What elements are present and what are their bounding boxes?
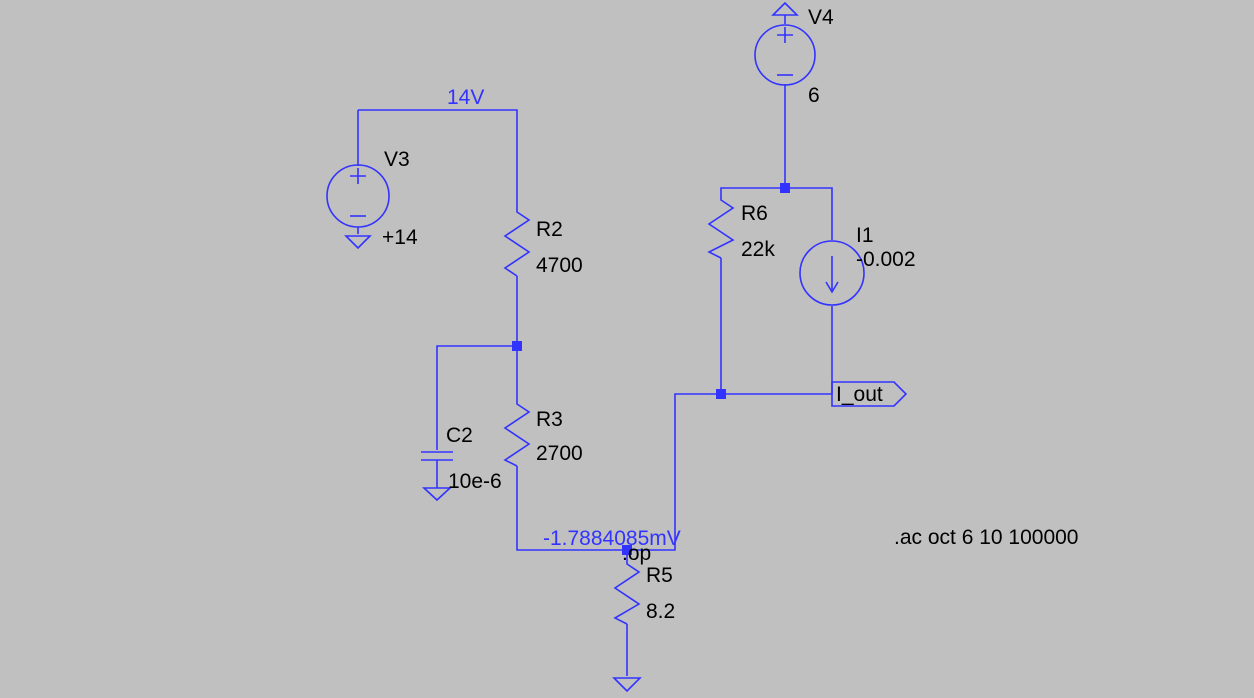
wire-r6-top[interactable] [720, 187, 833, 240]
output-port-icon[interactable] [831, 381, 908, 407]
i1-circle-icon [799, 240, 865, 306]
voltage-source-v4[interactable] [754, 1, 816, 86]
v4-plus-icon [777, 27, 793, 43]
v4-value-label: 6 [808, 84, 820, 107]
r3-name-label: R3 [536, 408, 563, 431]
op-directive[interactable]: .op [622, 542, 651, 565]
ac-directive[interactable]: .ac oct 6 10 100000 [894, 526, 1078, 549]
v3-plus-icon [350, 168, 366, 184]
wires [357, 84, 833, 676]
r6-name-label: R6 [741, 202, 768, 225]
v4-name-label: V4 [808, 6, 834, 29]
wire-top-net[interactable] [358, 109, 518, 208]
r5-name-label: R5 [646, 564, 673, 587]
net-voltage-top-label: 14V [447, 86, 484, 109]
resistor-r6-icon[interactable] [707, 196, 735, 259]
wire-r3-bottom[interactable] [516, 466, 627, 551]
v3-value-label: +14 [382, 226, 418, 249]
junction-r2-r3 [512, 341, 522, 351]
wire-r5-net[interactable] [627, 393, 832, 551]
resistor-r3-icon[interactable] [503, 400, 531, 467]
r5-ground-icon [612, 677, 642, 693]
capacitor-c2[interactable] [421, 451, 453, 502]
i1-arrow-down-icon [825, 256, 839, 294]
junction-r6-top [780, 183, 790, 193]
resistor-r5-icon[interactable] [613, 560, 641, 625]
v4-supply-arrow-icon [771, 1, 799, 16]
c2-value-label: 10e-6 [448, 470, 502, 493]
r2-value-label: 4700 [536, 254, 583, 277]
resistor-r2-icon[interactable] [503, 208, 531, 277]
i1-name-label: I1 [856, 224, 874, 247]
r5-value-label: 8.2 [646, 600, 675, 623]
current-source-i1[interactable] [799, 240, 865, 306]
voltage-source-v3[interactable] [326, 164, 390, 250]
output-port-label: I_out [836, 383, 883, 406]
r2-name-label: R2 [536, 218, 563, 241]
wire-c2-top[interactable] [436, 345, 517, 450]
v3-name-label: V3 [384, 148, 410, 171]
net-voltage-r5-label: -1.7884085mV [543, 527, 681, 550]
r6-value-label: 22k [741, 238, 775, 261]
v3-ground-icon [344, 235, 372, 250]
c2-name-label: C2 [446, 424, 473, 447]
junctions [512, 183, 790, 555]
c2-ground-icon [421, 487, 453, 502]
v4-circle-icon [754, 24, 816, 86]
junction-r5-top [622, 545, 632, 555]
i1-value-label: -0.002 [856, 248, 916, 271]
junction-r6-bottom [716, 389, 726, 399]
r3-value-label: 2700 [536, 442, 583, 465]
